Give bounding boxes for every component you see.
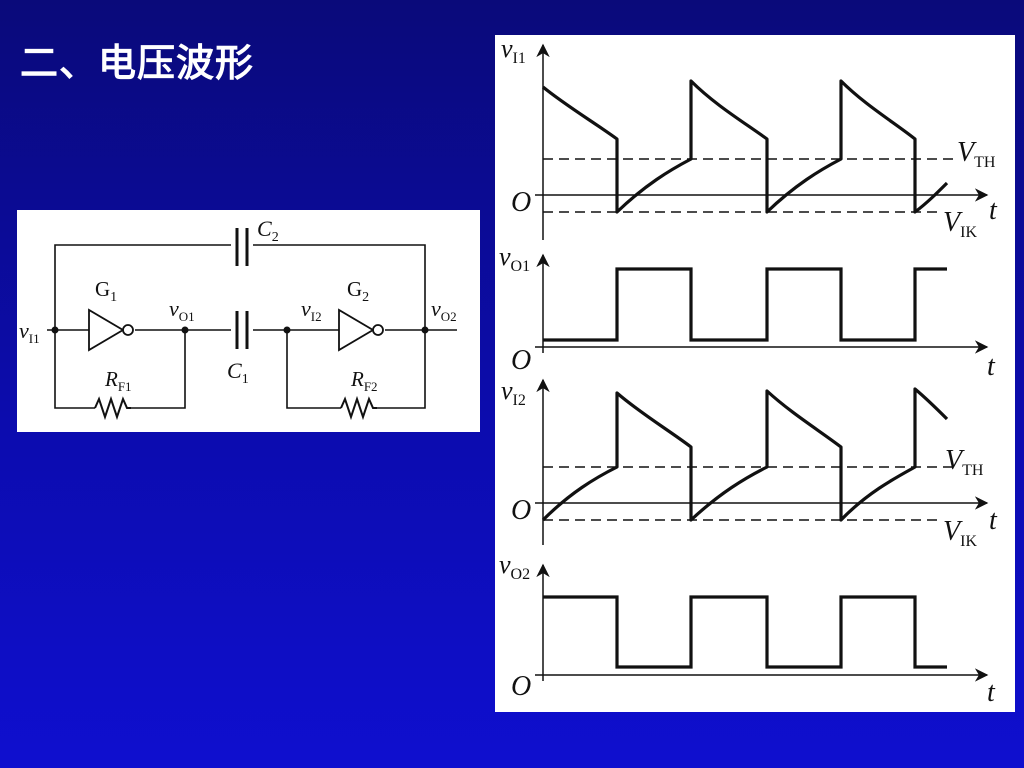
wire-rf1-loop (54, 330, 186, 409)
slide-title: 二、电压波形 (20, 41, 255, 85)
wire-c2-loop (54, 244, 426, 330)
vi1-vik-label: VIK (943, 207, 977, 241)
vo1-waveform (543, 267, 947, 342)
capacitor-c1 (235, 311, 249, 349)
resistor-rf1 (94, 395, 131, 421)
wire-rf2-loop (286, 330, 426, 409)
plot-vo1: vO1 O t (499, 242, 996, 382)
vi1-vth-label: VTH (957, 137, 996, 171)
waveform-diagram: vI1 O t VTH VIK vO1 O t (499, 35, 998, 708)
label-g1: G1 (95, 277, 117, 305)
node-vi2-dot (283, 326, 291, 334)
vo2-origin-label: O (511, 671, 531, 702)
vi2-origin-label: O (511, 495, 531, 526)
vo1-origin-label: O (511, 345, 531, 376)
vi1-waveform (541, 79, 949, 214)
inverter-g2 (338, 308, 384, 352)
label-c2: C2 (257, 216, 279, 245)
label-c1: C1 (227, 358, 249, 387)
plot-vi1: vI1 O t VTH VIK (501, 35, 998, 241)
vi1-time-label: t (989, 195, 998, 226)
circuit-panel: C2 C1 G1 G2 RF1 RF2 vI1 vO1 vI2 vO2 (17, 210, 480, 432)
vo2-time-label: t (987, 677, 996, 708)
circuit-diagram: C2 C1 G1 G2 RF1 RF2 vI1 vO1 vI2 vO2 (19, 216, 457, 421)
plot-vo2: vO2 O t (499, 550, 996, 708)
vi1-origin-label: O (511, 187, 531, 218)
vi2-axis-label: vI2 (501, 376, 526, 409)
label-rf2: RF2 (350, 367, 378, 394)
node-vo2-dot (421, 326, 429, 334)
vo2-waveform (543, 595, 947, 669)
label-g2: G2 (347, 277, 369, 305)
capacitor-c2 (235, 228, 249, 266)
vo1-time-label: t (987, 351, 996, 382)
vi2-time-label: t (989, 505, 998, 536)
vi2-vik-label: VIK (943, 516, 977, 550)
vi2-waveform (541, 387, 949, 522)
vi1-axis-label: vI1 (501, 35, 526, 67)
label-vo2: vO2 (431, 296, 457, 324)
node-vo1-dot (181, 326, 189, 334)
vi2-vth-label: VTH (945, 445, 984, 479)
vo2-axis-label: vO2 (499, 550, 530, 583)
plot-vi2: vI2 O t VTH VIK (501, 376, 998, 550)
label-vi2: vI2 (301, 296, 322, 324)
waveform-panel: vI1 O t VTH VIK vO1 O t (495, 35, 1015, 712)
node-vi1-dot (51, 326, 59, 334)
resistor-rf2 (340, 395, 377, 421)
vo1-axis-label: vO1 (499, 242, 530, 275)
label-vo1: vO1 (169, 296, 195, 324)
label-rf1: RF1 (104, 367, 132, 394)
inverter-g1 (88, 308, 134, 352)
label-vi1: vI1 (19, 318, 40, 346)
